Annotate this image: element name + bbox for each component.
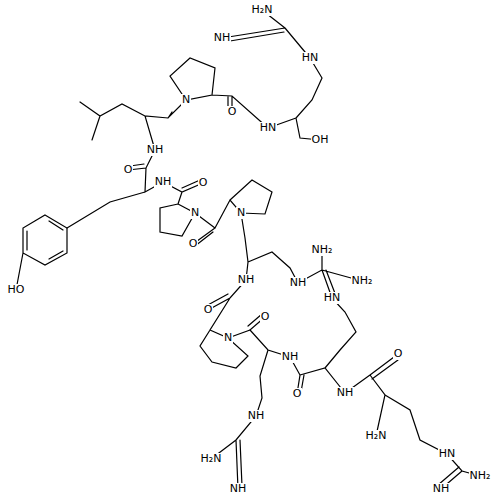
leucine xyxy=(80,100,186,150)
atom-label: HN xyxy=(438,448,457,460)
bonds xyxy=(16,10,480,489)
atom-label: OH xyxy=(311,134,330,146)
atom-label: N xyxy=(236,207,246,219)
atom-label: NH xyxy=(229,483,248,495)
atom-label: NH xyxy=(289,277,308,289)
phenol-ring xyxy=(16,215,67,290)
atom-label: H₂N xyxy=(200,453,223,465)
atom-label: NH xyxy=(237,274,256,286)
atom-label: O xyxy=(227,106,238,118)
atom-label: O xyxy=(188,238,199,250)
pro-ring-4 xyxy=(200,280,265,368)
pro-ring-3 xyxy=(193,180,272,246)
arg-n-terminal xyxy=(345,354,480,489)
atom-label: NH xyxy=(336,387,355,399)
atom-label: NH xyxy=(281,351,300,363)
atom-label: H₂N xyxy=(365,430,388,442)
atom-label: HN xyxy=(259,122,278,134)
atom-label: H₂N xyxy=(251,4,274,16)
atom-label: NH xyxy=(146,144,165,156)
atom-label: O xyxy=(260,311,271,323)
atom-label: O xyxy=(123,164,134,176)
pro-ring-1 xyxy=(170,58,268,128)
pro-ring-2 xyxy=(160,180,203,236)
tyrosine xyxy=(67,150,163,228)
atom-label: O xyxy=(393,348,404,360)
atom-label: O xyxy=(203,304,214,316)
atom-label: NH₂ xyxy=(311,244,334,256)
arg-5 xyxy=(211,330,290,489)
atom-label: N xyxy=(190,207,200,219)
atom-label: HN xyxy=(323,292,342,304)
atom-label: N xyxy=(181,94,191,106)
arg-4 xyxy=(241,213,362,298)
atom-label: O xyxy=(292,388,303,400)
arg-c-terminal xyxy=(222,10,322,140)
atom-label: NH xyxy=(432,483,451,495)
atom-label: NH xyxy=(247,410,266,422)
atom-label: HO xyxy=(7,284,26,296)
atom-label: N xyxy=(223,332,233,344)
atom-label: NH xyxy=(154,176,173,188)
atom-label: NH₂ xyxy=(351,275,374,287)
arg-6 xyxy=(290,298,356,394)
atom-label: O xyxy=(198,177,209,189)
atom-label: NH xyxy=(213,32,232,44)
atom-label: HN xyxy=(301,52,320,64)
atom-label: NH₂ xyxy=(469,470,492,482)
